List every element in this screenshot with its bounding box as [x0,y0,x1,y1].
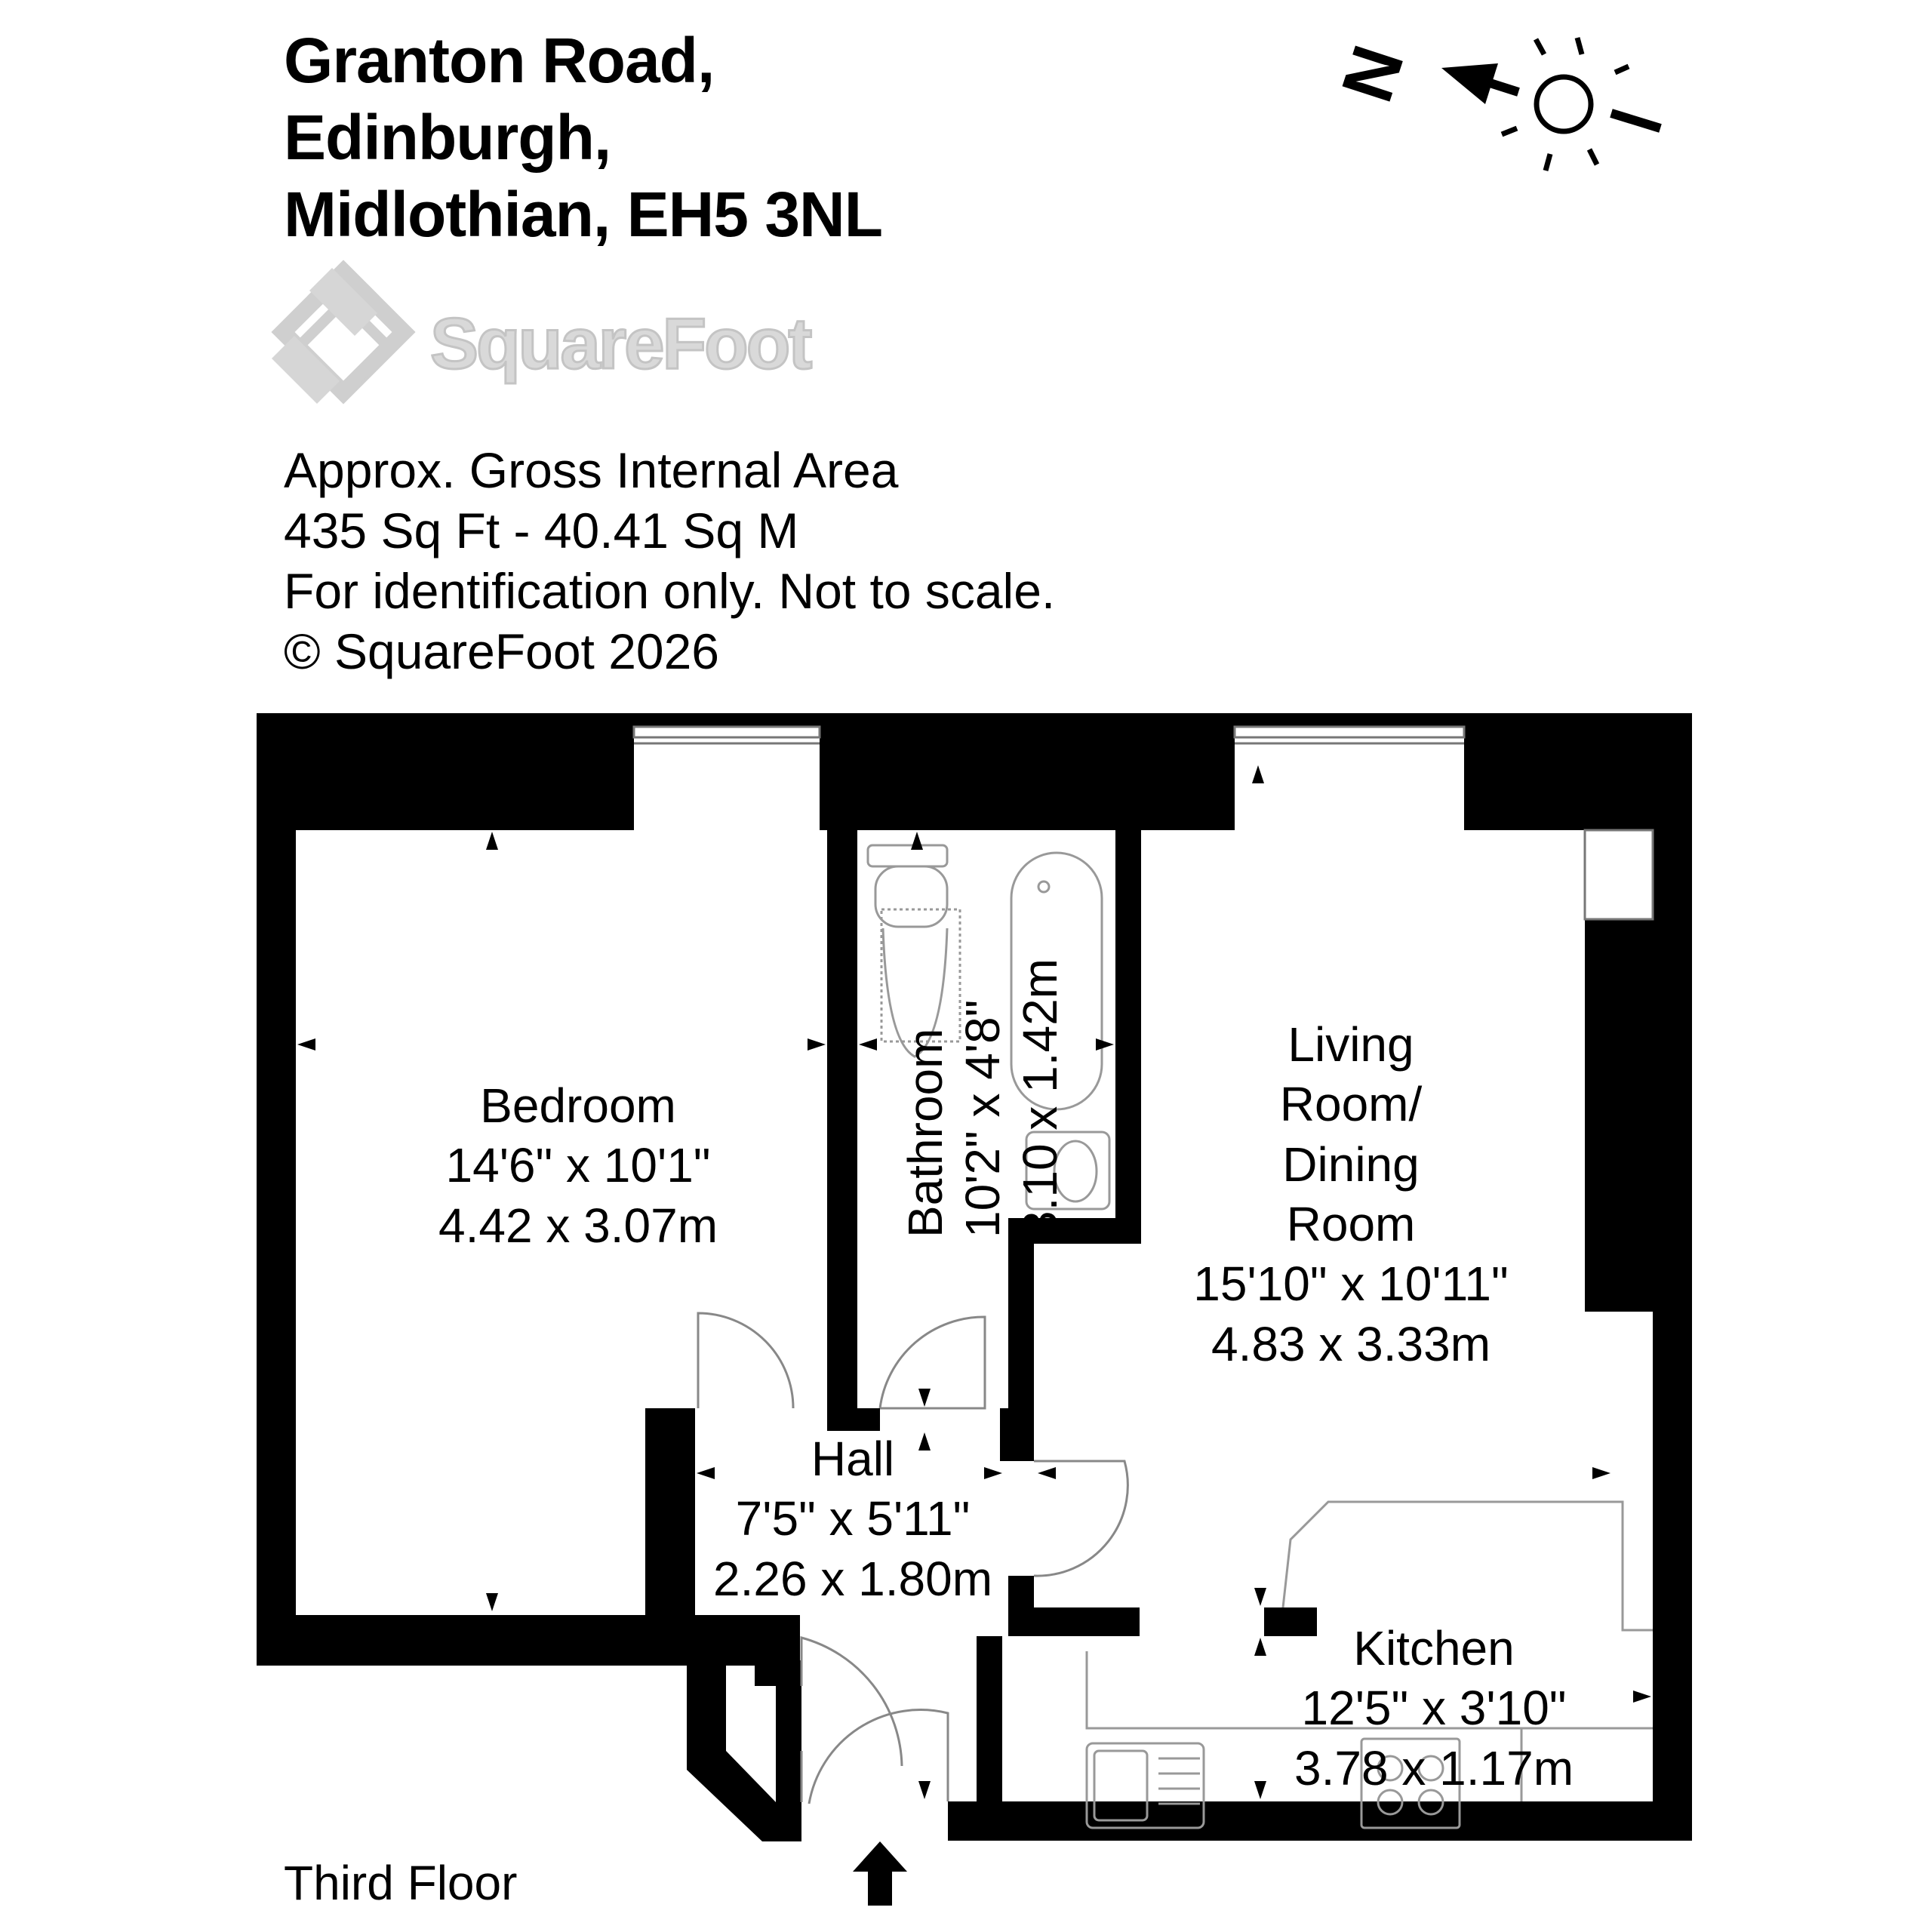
bedroom-name: Bedroom [480,1078,676,1133]
living-imperial: 15'10" x 10'11" [1193,1257,1509,1312]
address-line-3: Midlothian, EH5 3NL [284,179,883,250]
living-name-line2: Room/ [1279,1077,1423,1132]
room-kitchen: Kitchen 12'5" x 3'10" 3.78 x 1.17m [1268,1619,1600,1798]
bathroom-name: Bathroom [898,1028,952,1238]
address-line-2: Edinburgh, [284,102,611,173]
windows [632,725,1654,921]
room-hall: Hall 7'5" x 5'11" 2.26 x 1.80m [683,1429,1023,1609]
brand-name: SquareFoot [429,303,813,384]
bedroom-imperial: 14'6" x 10'1" [445,1138,711,1193]
floor-label: Third Floor [284,1856,518,1910]
entrance-arrow-icon [853,1841,907,1906]
living-name-line3: Dining [1282,1137,1420,1192]
kitchen-name: Kitchen [1353,1621,1515,1675]
dimension-arrows [297,765,1651,1799]
bathroom-imperial: 10'2" x 4'8" [955,999,1011,1238]
area-heading: Approx. Gross Internal Area [284,442,899,498]
area-size: 435 Sq Ft - 40.41 Sq M [284,503,799,558]
kitchen-imperial: 12'5" x 3'10" [1301,1681,1567,1736]
copyright: © SquareFoot 2026 [284,623,720,679]
bathroom-metric: 3.10 x 1.42m [1013,958,1068,1238]
address-line-1: Granton Road, [284,25,715,96]
hall-name: Hall [811,1432,895,1486]
disclaimer: For identification only. Not to scale. [284,563,1056,619]
kitchen-fixtures [1085,1500,1653,1829]
living-name-line4: Room [1286,1197,1416,1252]
walls [257,713,1692,1841]
living-name-line1: Living [1287,1017,1414,1072]
kitchen-metric: 3.78 x 1.17m [1294,1740,1574,1795]
door-swings [697,1312,1129,1804]
hall-imperial: 7'5" x 5'11" [735,1491,971,1546]
hall-metric: 2.26 x 1.80m [713,1551,992,1606]
bedroom-metric: 4.42 x 3.07m [438,1198,718,1253]
bathroom-fixtures [866,844,1111,1211]
room-living-dining: Living Room/ Dining Room 15'10" x 10'11"… [1162,1015,1540,1374]
living-metric: 4.83 x 3.33m [1211,1316,1491,1371]
room-bedroom: Bedroom 14'6" x 10'1" 4.42 x 3.07m [420,1076,737,1256]
room-bathroom: Bathroom 10'2" x 4'8" 3.10 x 1.42m [897,936,1069,1238]
